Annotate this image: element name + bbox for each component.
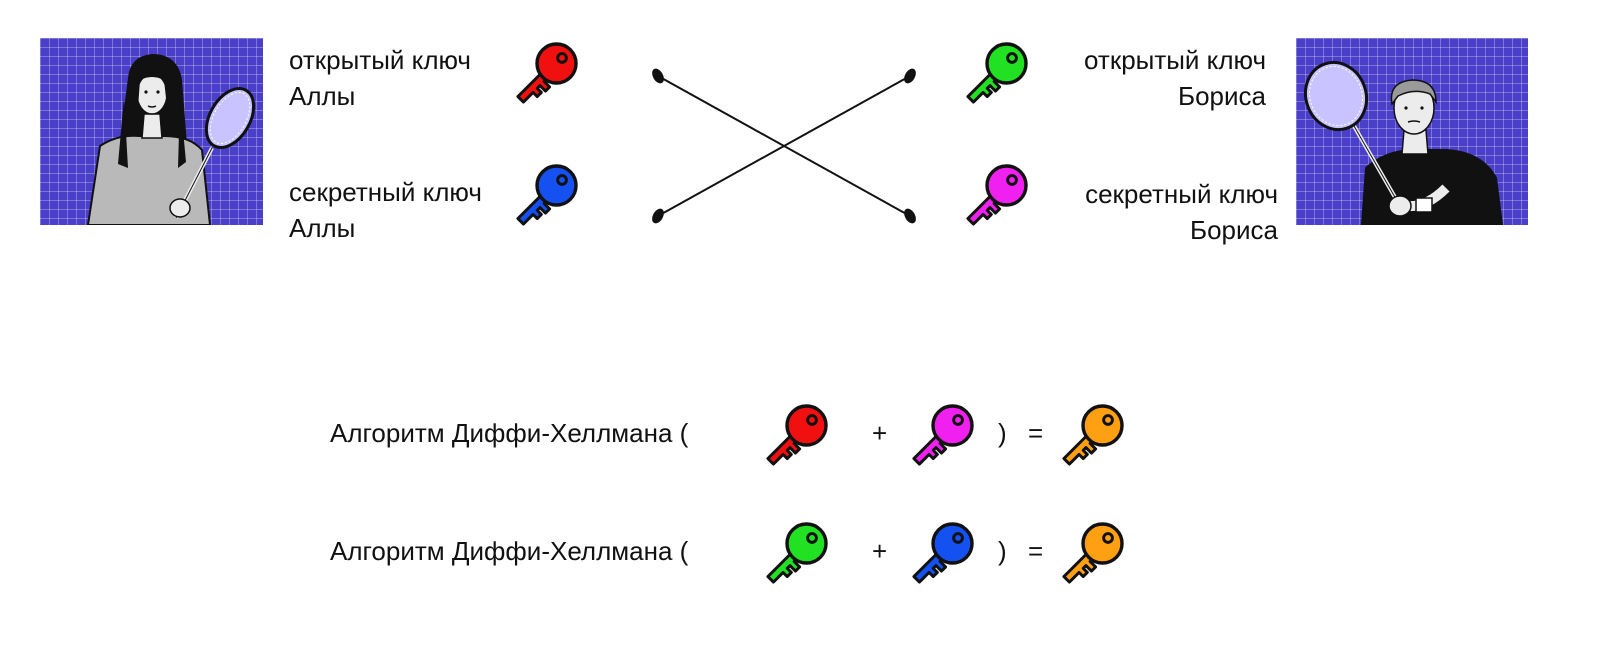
plus-sign: + — [872, 536, 888, 566]
formula-2-shared-key-icon — [1058, 510, 1136, 588]
alice-public-key-label: открытый ключ Аллы — [289, 45, 471, 111]
exchange-line-boris-to-alice — [657, 75, 911, 217]
alice-portrait — [40, 38, 263, 225]
close-paren: ) — [998, 418, 1007, 448]
equals-sign: = — [1028, 418, 1044, 448]
formula-2-operand2-key-icon — [908, 510, 986, 588]
formula-1-operand1-key-icon — [762, 392, 840, 470]
formula-row-1: Алгоритм Диффи-Хеллмана ( + ) = — [0, 388, 1600, 478]
formula-2-operand1-key-icon — [762, 510, 840, 588]
formula-name: Алгоритм Диффи-Хеллмана ( — [330, 418, 689, 448]
exchange-endpoint — [652, 68, 664, 84]
equals-sign: = — [1028, 536, 1044, 566]
plus-sign: + — [872, 418, 888, 448]
formula-row-2: Алгоритм Диффи-Хеллмана ( + ) = — [0, 506, 1600, 596]
exchange-endpoint — [652, 208, 664, 224]
boris-secret-key-label: секретный ключ Бориса — [1085, 179, 1278, 245]
formula-name: Алгоритм Диффи-Хеллмана ( — [330, 536, 689, 566]
formula-1-operand2-key-icon — [908, 392, 986, 470]
alice-figure — [86, 54, 256, 225]
boris-public-key-icon — [962, 30, 1040, 108]
exchange-endpoint — [904, 68, 916, 84]
boris-figure — [1304, 60, 1504, 225]
boris-portrait — [1296, 38, 1528, 225]
boris-public-key-label: открытый ключ Бориса — [1084, 45, 1266, 111]
close-paren: ) — [998, 536, 1007, 566]
formula-1-shared-key-icon — [1058, 392, 1136, 470]
alice-public-key-icon — [512, 30, 590, 108]
alice-secret-key-label: секретный ключ Аллы — [289, 177, 482, 243]
boris-secret-key-icon — [962, 152, 1040, 230]
exchange-endpoint — [904, 208, 916, 224]
alice-secret-key-icon — [512, 152, 590, 230]
